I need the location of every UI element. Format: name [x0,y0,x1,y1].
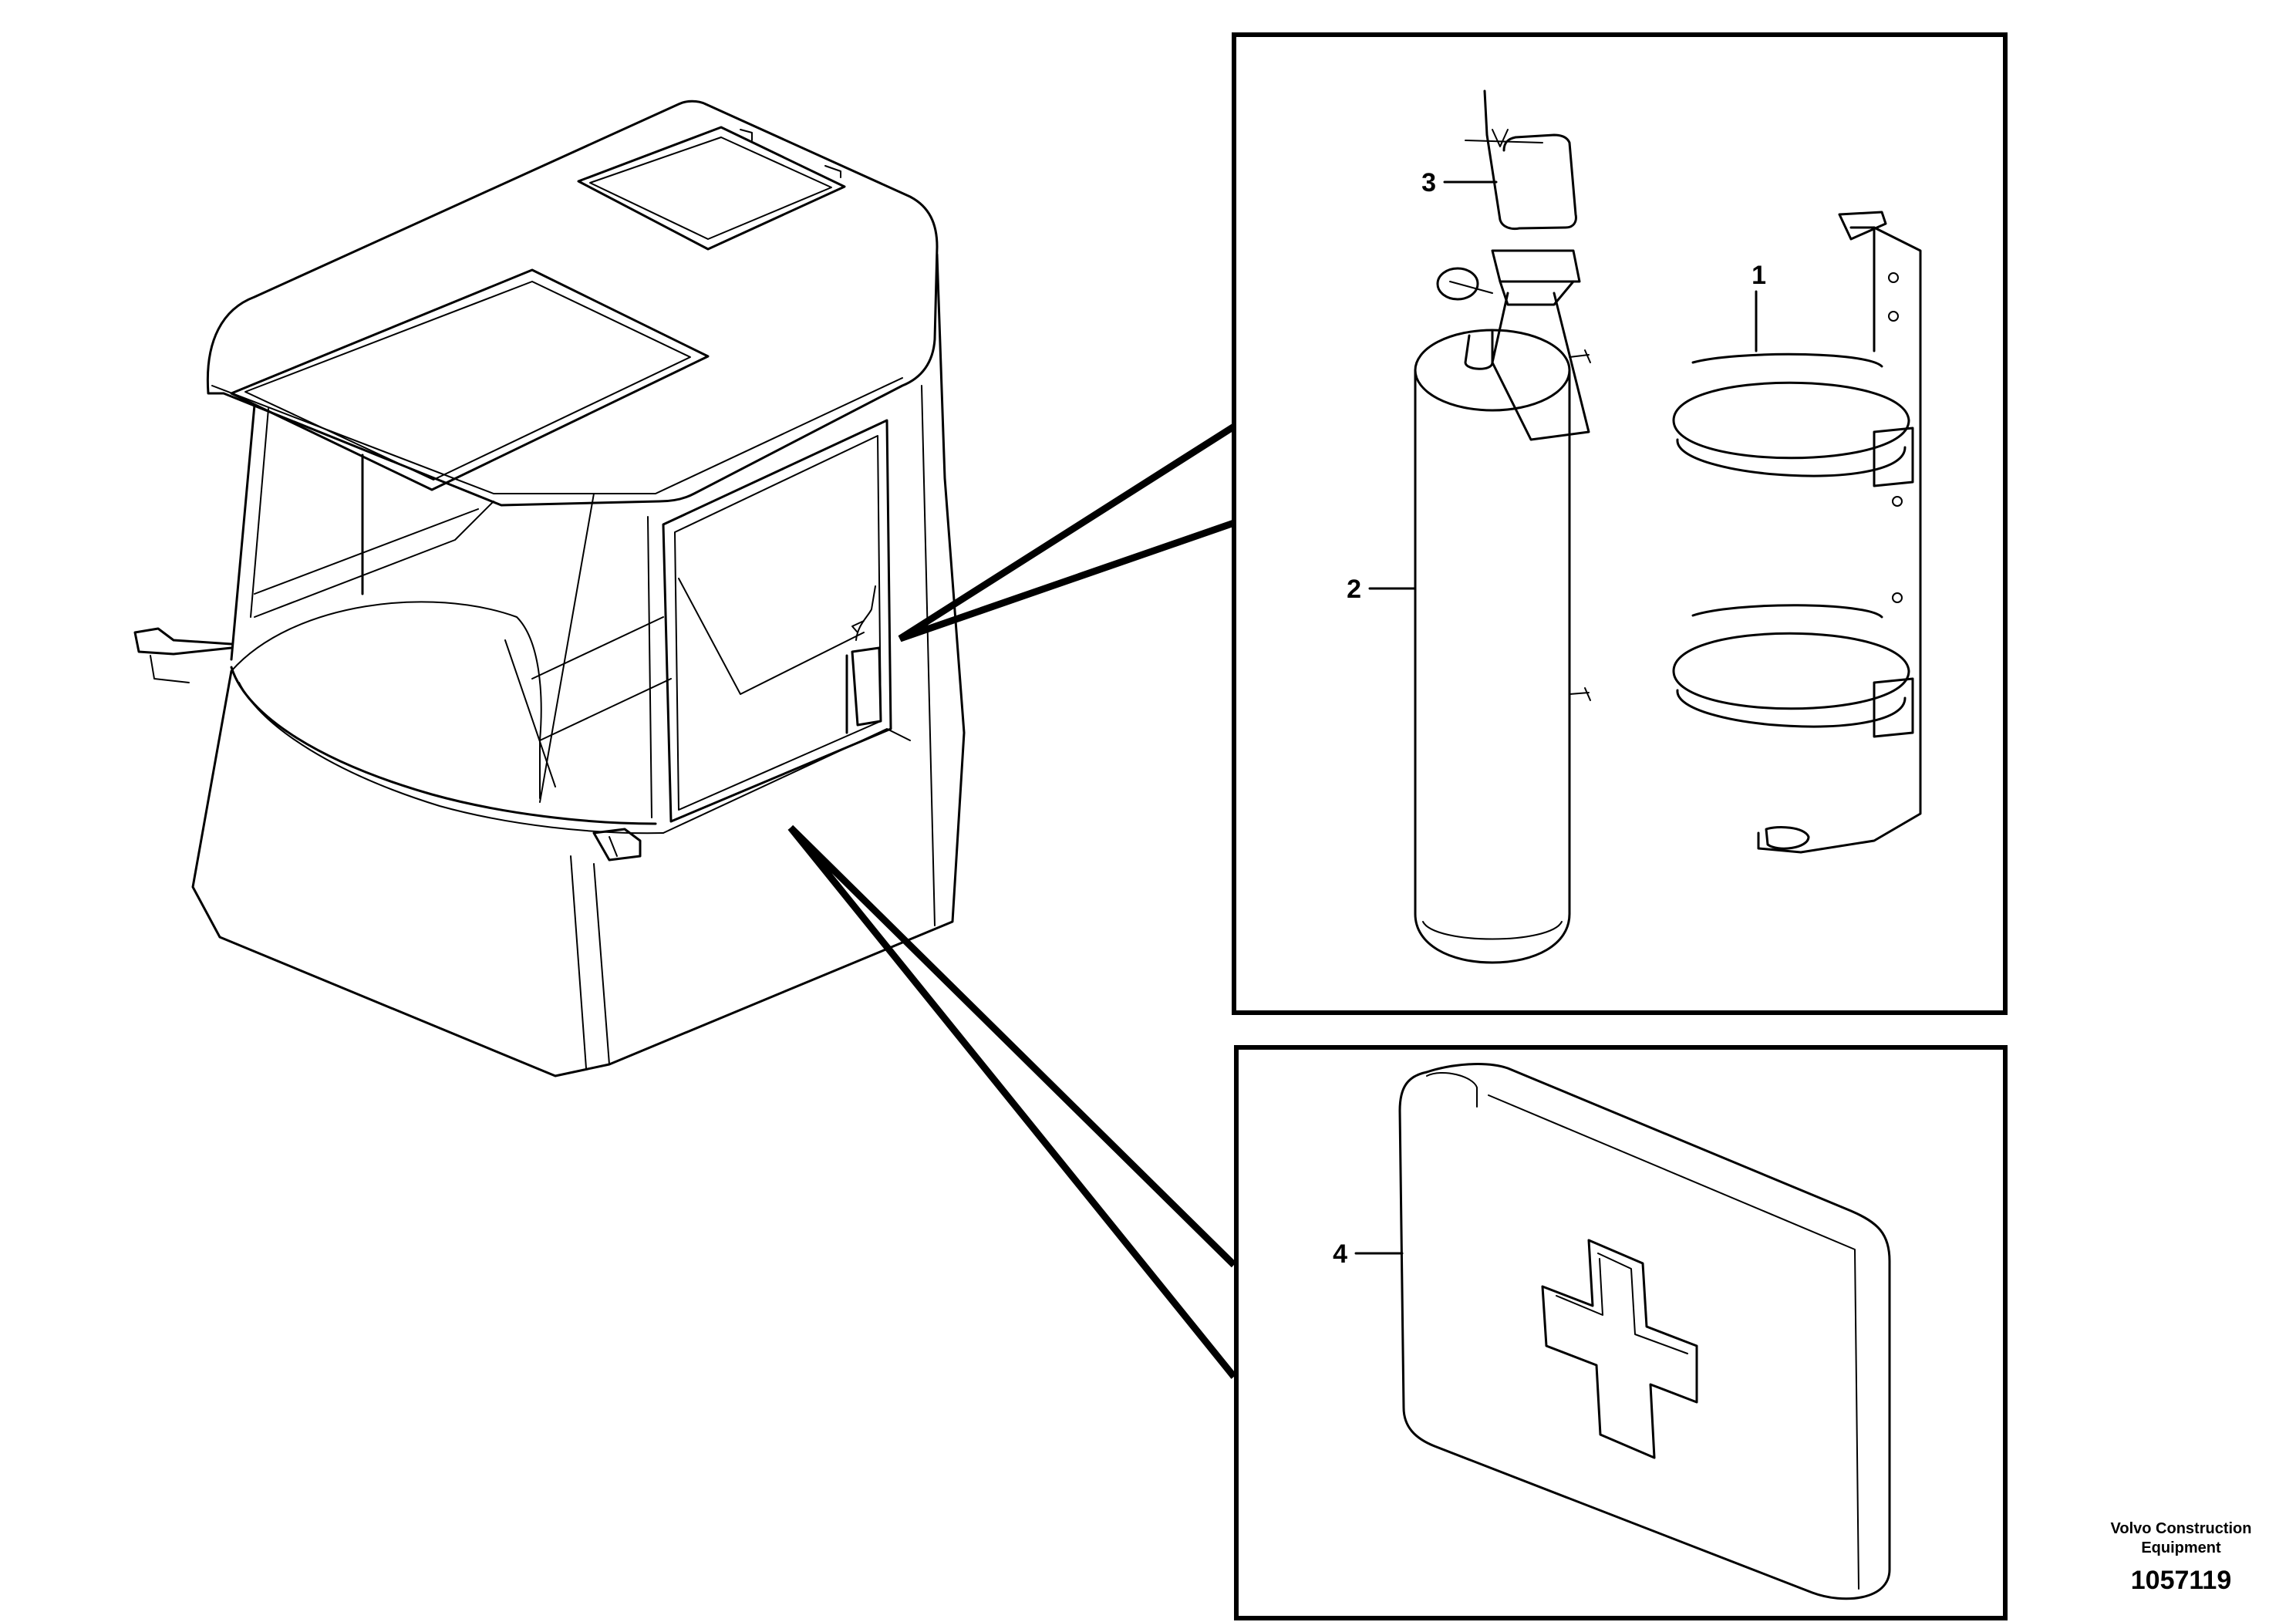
callout-3: 3 [1421,168,1436,197]
extinguisher-bracket [1672,211,1922,854]
callout-4: 4 [1333,1239,1347,1269]
leader-to-extinguisher-frame [898,423,1236,642]
safety-pin [1443,89,1577,231]
credit-line-1: Volvo Construction [2111,1520,2252,1537]
medical-cross-icon [1541,1239,1698,1459]
extinguisher-detail-frame [1232,32,2008,1015]
first-aid-kit [1354,1063,1891,1600]
leader-to-firstaid-frame [787,824,1237,1379]
firstaid-detail-frame [1234,1045,2008,1620]
cab-drawing [133,99,966,1077]
leader-lines [787,423,1237,1379]
callout-1: 1 [1752,261,1766,290]
credit-line-2: Equipment [2141,1539,2221,1556]
drawing-number: 1057119 [2131,1566,2232,1595]
fire-extinguisher [1368,249,1591,964]
callout-2: 2 [1347,575,1361,604]
